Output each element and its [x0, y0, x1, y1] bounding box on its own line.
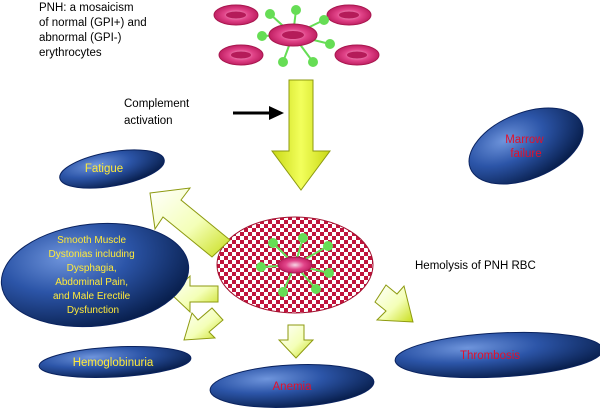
gpi-positive-cell [257, 5, 335, 67]
marrow-label: Marrow failure [505, 134, 547, 160]
hemolysis-cell [216, 216, 374, 314]
arrow-to-fatigue [149, 187, 231, 258]
arrow-to-anemia [277, 324, 315, 359]
dystonia-line: Dystonias including [49, 249, 135, 260]
gpi-node [256, 262, 266, 272]
gpi-node [278, 57, 288, 67]
gpi-node [319, 15, 329, 25]
down-arrow-main [271, 79, 331, 191]
thrombosis-label: Thrombosis [460, 350, 520, 362]
outcome-hemoglobinuria: Hemoglobinuria [38, 346, 192, 378]
hemolysis-label: Hemolysis of PNH RBC [415, 260, 536, 272]
complement-line: Complement [124, 98, 190, 110]
gpi-node [278, 287, 288, 297]
intro-line: erythrocytes [39, 47, 102, 59]
gpi-node [257, 31, 267, 41]
outcome-marrow-failure: Marrow failure [468, 107, 584, 185]
rbc-cell [347, 51, 367, 59]
marrow-line: failure [510, 148, 541, 160]
gpi-node [268, 238, 278, 248]
rbc-cell [231, 51, 251, 59]
complement-line: activation [124, 115, 173, 127]
rbc-cluster [213, 4, 380, 67]
complement-arrow [233, 106, 284, 120]
arrow-to-hemoglobinuria [183, 307, 224, 341]
outcome-dystonia: Smooth Muscle Dystonias including Dyspha… [0, 222, 190, 328]
dystonia-line: Dysfunction [67, 305, 119, 316]
dystonia-line: Abdominal Pain, [55, 277, 128, 288]
outcome-anemia: Anemia [209, 364, 375, 408]
hemoglobinuria-label: Hemoglobinuria [73, 357, 154, 369]
dystonia-label: Smooth Muscle Dystonias including Dyspha… [49, 235, 138, 316]
dystonia-line: and Male Erectile [53, 291, 131, 302]
gpi-node [324, 268, 334, 278]
rbc-cell [339, 11, 359, 19]
gpi-node [265, 9, 275, 19]
gpi-node [298, 233, 308, 243]
intro-text: PNH: a mosaicism of normal (GPI+) and ab… [39, 2, 150, 59]
gpi-node [325, 39, 335, 49]
dystonia-line: Smooth Muscle [57, 235, 126, 246]
rbc-cell [226, 11, 246, 19]
intro-line: PNH: a mosaicism [39, 2, 134, 14]
gpi-node [311, 284, 321, 294]
intro-line: of normal (GPI+) and [39, 17, 147, 29]
gpi-node [291, 5, 301, 15]
outcome-thrombosis: Thrombosis [394, 331, 600, 379]
anemia-label: Anemia [273, 381, 313, 393]
gpi-node [323, 241, 333, 251]
arrow-to-thrombosis [374, 284, 414, 323]
marrow-line: Marrow [505, 134, 544, 146]
intro-line: abnormal (GPI-) [39, 32, 122, 44]
complement-text: Complement activation [124, 98, 192, 127]
fatigue-label: Fatigue [85, 163, 123, 175]
gpi-node [308, 57, 318, 67]
outcome-fatigue: Fatigue [59, 149, 165, 189]
dystonia-line: Dysphagia, [67, 263, 117, 274]
